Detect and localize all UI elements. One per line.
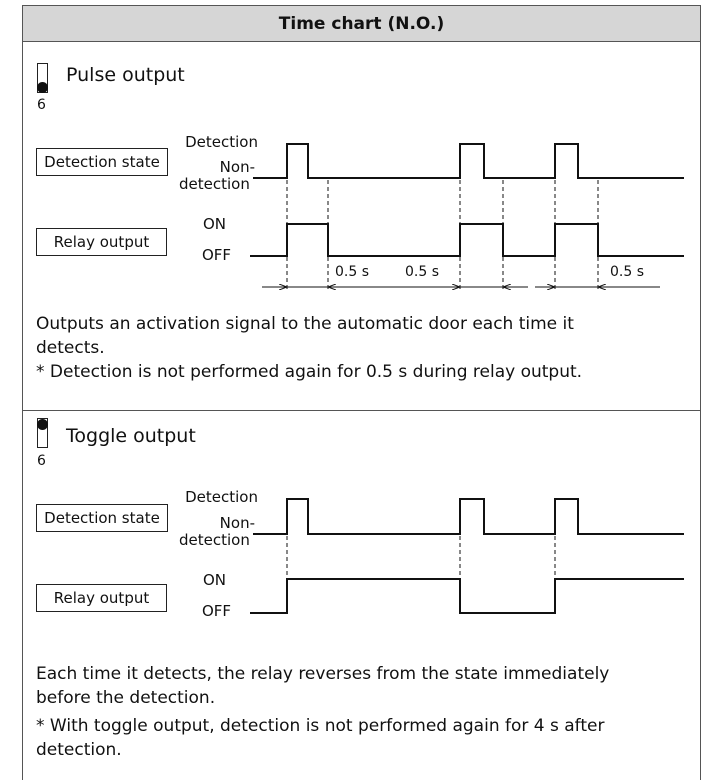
table-header: Time chart (N.O.) (22, 5, 701, 42)
pulse-relay-waveform (250, 223, 684, 257)
toggle-relay-waveform (250, 578, 684, 614)
note-line: detection. (36, 740, 122, 760)
detection-label: Detection (185, 133, 258, 151)
off-label: OFF (202, 602, 232, 620)
description-line: Outputs an activation signal to the auto… (36, 314, 574, 334)
description-line: Each time it detects, the relay reverses… (36, 664, 610, 684)
table-title: Time chart (N.O.) (278, 13, 445, 34)
description-line: detects. (36, 338, 105, 358)
switch-number: 6 (37, 453, 46, 469)
section-divider (22, 410, 701, 411)
mode-label: Toggle output (66, 425, 196, 447)
dip-switch-up-icon (37, 418, 48, 448)
description-line: before the detection. (36, 688, 216, 708)
dip-switch-down-icon (37, 63, 48, 93)
interval-label: 0.5 s (335, 264, 370, 280)
interval-label: 0.5 s (610, 264, 645, 280)
non-detection-label: detection (179, 175, 250, 193)
pulse-guide-lines (286, 180, 599, 290)
non-detection-label: Non- (219, 158, 255, 176)
detection-label: Detection (185, 488, 258, 506)
toggle-detection-waveform (253, 498, 684, 535)
on-label: ON (203, 215, 227, 233)
off-label: OFF (202, 246, 232, 264)
interval-label: 0.5 s (405, 264, 440, 280)
relay-output-box: Relay output (36, 584, 167, 612)
switch-number: 6 (37, 97, 46, 113)
non-detection-label: detection (179, 531, 250, 549)
note-line: * With toggle output, detection is not p… (36, 716, 605, 736)
detection-state-box: Detection state (36, 148, 168, 176)
non-detection-label: Non- (219, 514, 255, 532)
on-label: ON (203, 571, 227, 589)
detection-state-box: Detection state (36, 504, 168, 532)
relay-output-box: Relay output (36, 228, 167, 256)
toggle-guide-lines (286, 536, 556, 580)
mode-label: Pulse output (66, 64, 185, 86)
pulse-detection-waveform (253, 143, 684, 179)
note-line: * Detection is not performed again for 0… (36, 362, 583, 382)
